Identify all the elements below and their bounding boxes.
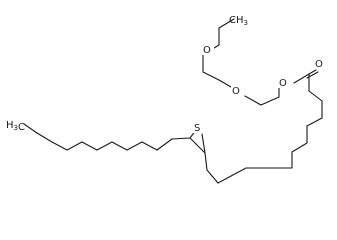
bond-chain <box>306 117 323 127</box>
atom-bg <box>278 76 290 88</box>
bond-chain <box>36 132 53 143</box>
atom-bg <box>202 43 214 55</box>
bond-carbonyl-double-a <box>308 69 317 75</box>
structure-canvas: CH3 O O O O S H3C <box>6 15 323 184</box>
bond-chain <box>126 141 143 151</box>
bond-chain-terminal <box>23 123 38 134</box>
bond-chain <box>308 90 323 102</box>
bond-ester-o-carbonyl-c <box>293 73 310 84</box>
bond-chain <box>51 141 68 151</box>
octyl-chain <box>23 123 191 151</box>
bond-chain <box>156 138 173 151</box>
bond-c-o1 <box>213 44 220 49</box>
bond-chain-to-ring <box>204 152 208 171</box>
atom-label-ether-o2: O <box>232 86 240 97</box>
bond-chain <box>111 141 128 151</box>
atom-label-ester-o: O <box>279 78 287 89</box>
skeletal-formula: CH3 O O O O S H3C <box>6 15 323 184</box>
atom-label-h3c: H3C <box>6 120 25 133</box>
bond-chain <box>96 141 113 151</box>
atom-bg <box>193 121 204 133</box>
bond-o2-c <box>244 95 262 106</box>
bond-c-o2 <box>218 79 232 88</box>
ethoxy-ethoxy-ethyl-chain <box>202 18 280 106</box>
bond-chain <box>141 141 158 151</box>
bond-c-c <box>202 71 220 81</box>
atom-bg <box>231 84 243 96</box>
bond-ring-cs <box>201 133 206 154</box>
bond-chain <box>217 167 247 184</box>
bond-chain <box>206 169 219 184</box>
bond-c-c <box>260 96 280 106</box>
bond-chain <box>171 137 191 140</box>
bond-chain <box>66 141 83 151</box>
bond-chain <box>291 142 308 153</box>
atom-label-ether-o1: O <box>203 45 211 56</box>
atom-label-thiirane-s: S <box>194 123 200 134</box>
ester-group <box>293 69 319 92</box>
bond-ch3-c <box>218 18 235 29</box>
bond-ring-cc <box>189 137 206 154</box>
heptylene-chain <box>204 90 323 184</box>
bond-chain <box>81 141 98 151</box>
atom-labels: CH3 O O O O S H3C <box>6 15 323 134</box>
atom-label-ch3: CH3 <box>229 15 248 27</box>
atom-label-carbonyl-o: O <box>315 59 323 70</box>
